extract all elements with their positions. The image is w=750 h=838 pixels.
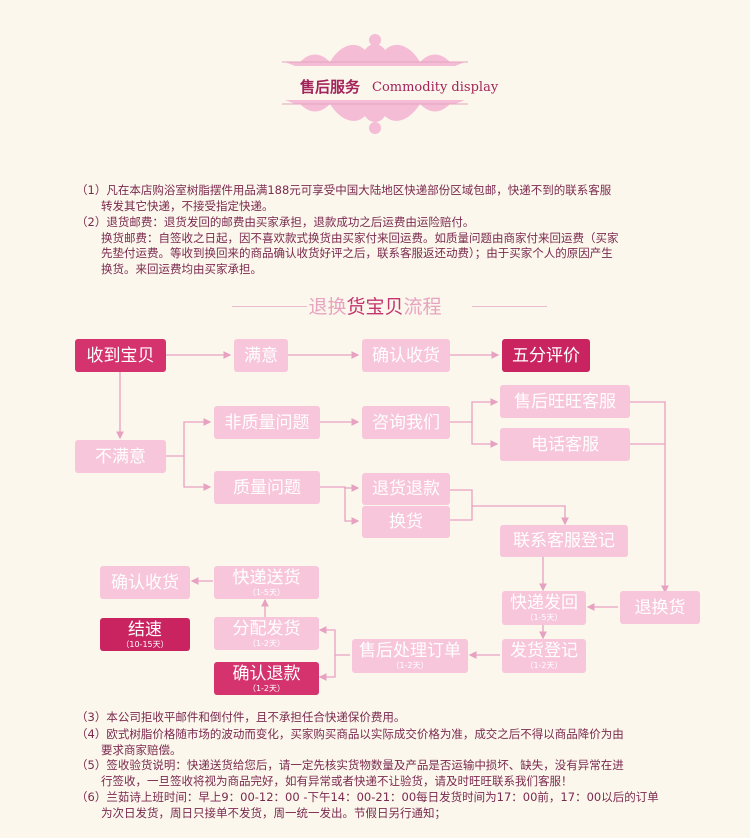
box-phone: 电话客服: [500, 428, 630, 461]
box-non-quality: 非质量问题: [214, 406, 320, 439]
box-contact-register: 联系客服登记: [500, 525, 628, 557]
box-receive: 收到宝贝: [75, 339, 166, 372]
note-2-line-1: （2）退货邮费：退货发回的邮费由买家承担，退款成功之后运费由运险赔付。: [76, 215, 475, 229]
header-title-cn: 售后服务: [300, 78, 361, 96]
box-allocate: 分配发货（1-2天）: [214, 617, 319, 650]
box-ship-register-sub: （1-2天）: [525, 661, 563, 670]
note-2-line-3: 先垫付运费。等收到换回来的商品确认收货好评之后，联系客服返还动费）；由于买家个人…: [101, 246, 613, 260]
note-2-line-4: 换货。来回运费均由买家承担。: [101, 261, 262, 276]
box-settle: 结速（10-15天）: [100, 618, 190, 651]
note-1-line-2: 转发其它快递，不接受指定快递。: [101, 198, 274, 213]
note-1-line-1: （1）凡在本店购浴室树脂摆件用品满188元可享受中国大陆地区快递部份区域包邮，快…: [76, 183, 612, 197]
box-wangwang: 售后旺旺客服: [500, 385, 630, 418]
box-settle-sub: （10-15天）: [121, 639, 169, 649]
flow-title: 退换货宝贝流程: [0, 292, 750, 319]
box-return-exchange: 退换货: [620, 591, 700, 624]
box-consult: 咨询我们: [362, 406, 450, 439]
note-6-line-2: 为次日发货，周日只接单不发货，周一统一发出。节假日另行通知；: [101, 805, 446, 820]
note-4-line-2: 要求商家赔偿。: [101, 742, 182, 757]
box-express-send-sub: （1-5天）: [525, 613, 563, 622]
header-ornament: [282, 34, 468, 134]
note-2: （2）退货邮费：退货发回的邮费由买家承担，退款成功之后运费由运险赔付。 换货邮费…: [76, 215, 619, 277]
box-delivery-sub: （1-5天）: [247, 587, 286, 597]
header-title-en: Commodity display: [372, 80, 499, 95]
note-2-line-2: 换货邮费：自签收之日起，因不喜欢款式换货由买家付来回运费。如质量问题由商家付来回…: [101, 230, 619, 245]
box-unsatisfied: 不满意: [75, 440, 166, 473]
flow-title-line-right: [472, 306, 547, 307]
flow-title-part1: 退换: [308, 296, 347, 318]
note-6-line-1: （6）兰茹诗上班时间：早上9：00-12：00 -下午14：00-21：00每日…: [76, 790, 659, 804]
box-five-star: 五分评价: [502, 339, 590, 372]
note-5: （5）签收验货说明：快递送货给您后，请一定先核实货物数量及产品是否运输中损坏、缺…: [76, 758, 624, 789]
box-satisfied: 满意: [234, 339, 288, 372]
note-5-line-2: 行签收，一旦签收将视为商品完好，如有异常或者快递不让验货，请及时旺旺联系我们客服…: [101, 773, 573, 788]
box-process-order-sub: （1-2天）: [391, 661, 429, 670]
box-process-order: 售后处理订单（1-2天）: [352, 639, 468, 673]
note-5-line-1: （5）签收验货说明：快递送货给您后，请一定先核实货物数量及产品是否运输中损坏、缺…: [76, 758, 624, 772]
box-confirm-refund: 确认退款（1-2天）: [214, 662, 319, 695]
note-6: （6）兰茹诗上班时间：早上9：00-12：00 -下午14：00-21：00每日…: [76, 790, 659, 821]
box-return-refund: 退货退款: [362, 473, 450, 505]
box-ship-register: 发货登记（1-2天）: [502, 639, 586, 673]
box-allocate-sub: （1-2天）: [247, 638, 286, 648]
box-exchange: 换货: [362, 506, 450, 538]
box-delivery: 快递送货（1-5天）: [214, 566, 319, 599]
note-1: （1）凡在本店购浴室树脂摆件用品满188元可享受中国大陆地区快递部份区域包邮，快…: [76, 183, 611, 214]
box-confirm-receipt-bottom: 确认收货: [100, 566, 190, 599]
flow-title-part3: 流程: [403, 296, 442, 318]
flow-title-part2: 货宝贝: [346, 296, 404, 318]
flow-title-line-left: [232, 306, 307, 307]
box-quality: 质量问题: [214, 471, 320, 504]
box-confirm-refund-sub: （1-2天）: [247, 683, 286, 693]
note-3-line-1: （3）本公司拒收平邮件和倒付件，且不承担任合快递保价费用。: [76, 710, 406, 724]
note-3: （3）本公司拒收平邮件和倒付件，且不承担任合快递保价费用。: [76, 710, 405, 726]
box-express-send: 快递发回（1-5天）: [502, 591, 586, 625]
box-confirm-receipt-top: 确认收货: [362, 339, 450, 372]
note-4-line-1: （4）欧式树脂价格随市场的波动而变化，买家购买商品以实际成交价格为准，成交之后不…: [76, 727, 624, 741]
note-4: （4）欧式树脂价格随市场的波动而变化，买家购买商品以实际成交价格为准，成交之后不…: [76, 727, 624, 758]
